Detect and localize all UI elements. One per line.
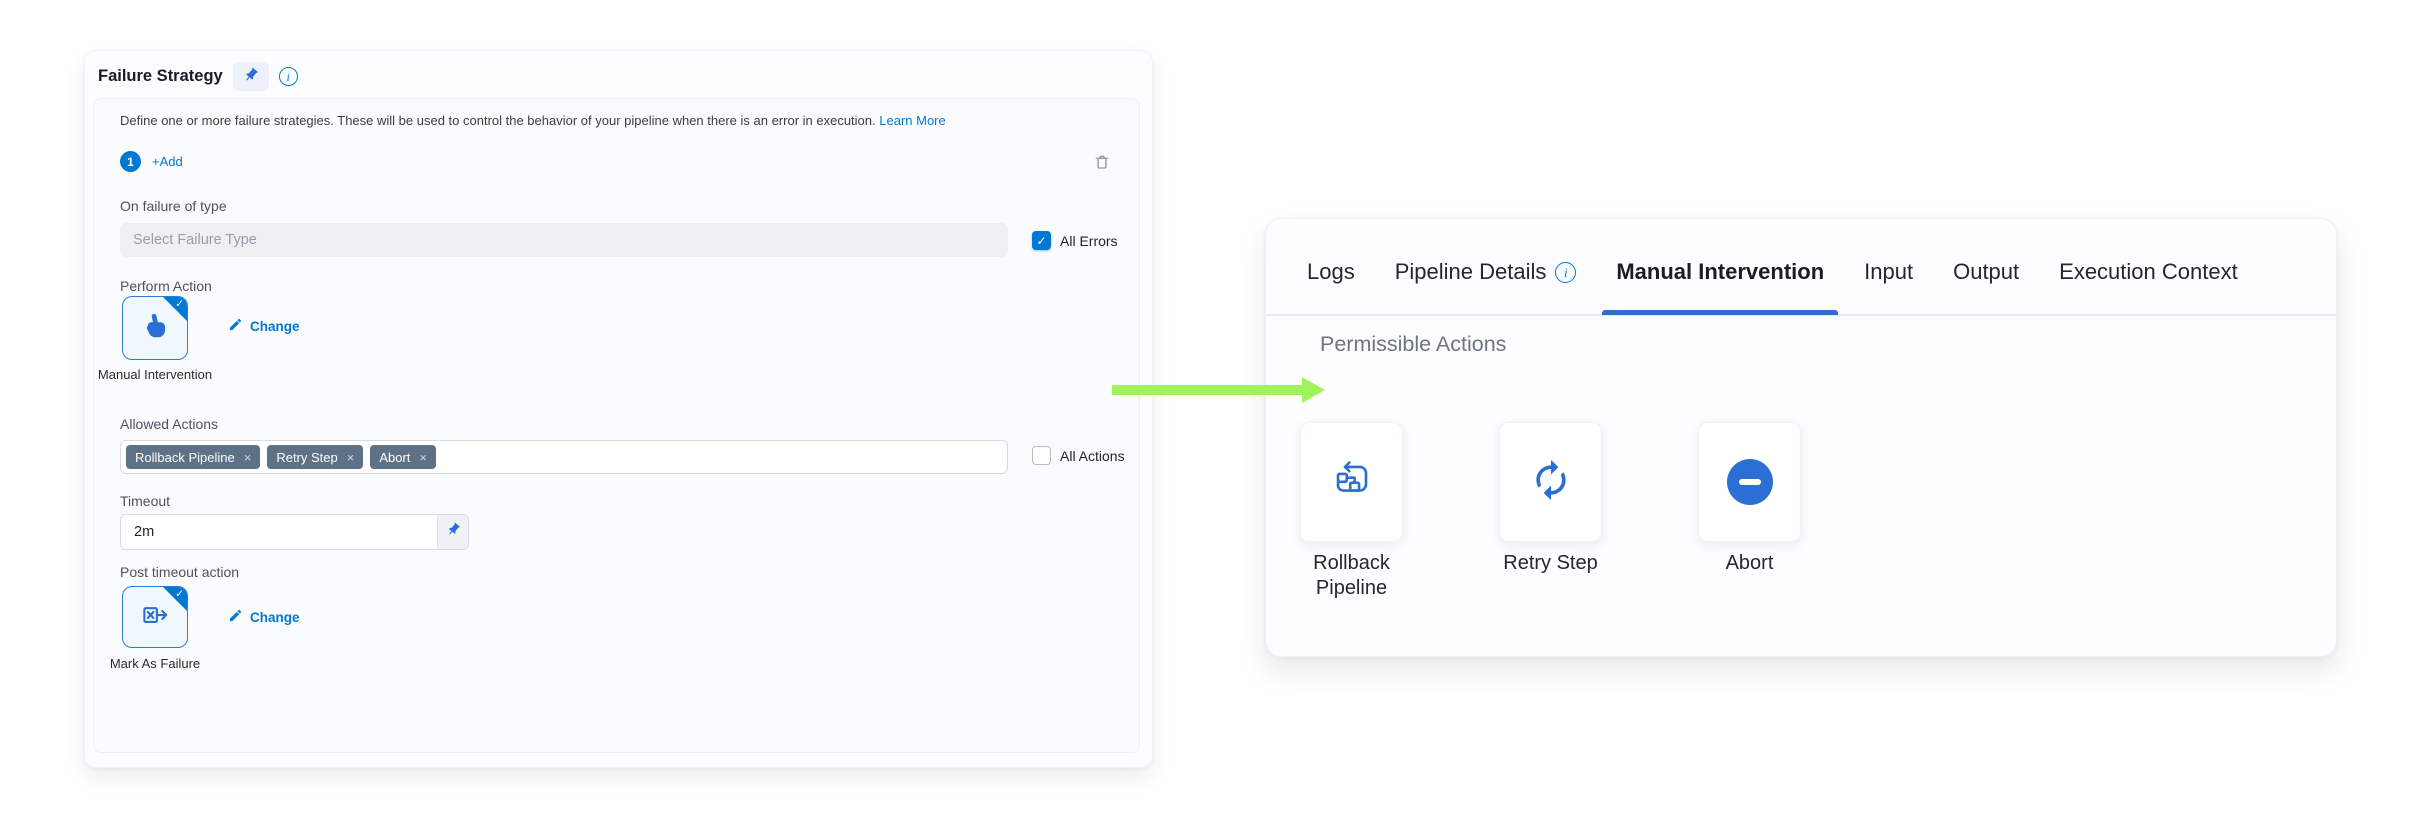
timeout-label: Timeout [120,493,171,509]
action-label: Retry Step [1503,552,1598,574]
on-failure-label: On failure of type [120,198,227,214]
info-icon[interactable]: i [278,67,298,86]
strategy-index-badge[interactable]: 1 [120,151,141,172]
timeout-pin-button[interactable] [437,515,468,549]
permissible-actions-title: Permissible Actions [1320,332,1507,356]
pin-icon [243,67,259,86]
annotation-arrow-head [1302,377,1325,403]
failure-strategy-panel: Failure Strategy i Define one or more fa… [84,50,1153,768]
failure-type-input[interactable] [120,223,1008,257]
trash-icon [1093,155,1111,175]
perform-action-label: Perform Action [120,278,212,294]
tag-retry-step: Retry Step × [267,445,364,469]
post-timeout-tile[interactable]: ✓ [122,586,188,648]
all-actions-label: All Actions [1060,447,1125,464]
strategy-row: 1 +Add [120,151,183,172]
all-errors-checkbox[interactable]: ✓ [1032,231,1051,250]
tag-label: Rollback Pipeline [135,449,235,465]
post-timeout-label: Post timeout action [120,564,240,580]
detail-tabs: Logs Pipeline Details i Manual Intervent… [1266,219,2336,316]
tab-label: Logs [1307,258,1355,284]
allowed-actions-input[interactable]: Rollback Pipeline × Retry Step × Abort × [120,440,1008,474]
rollback-pipeline-button[interactable] [1300,422,1403,542]
post-timeout-value: Mark As Failure [109,656,201,671]
strategy-card: Define one or more failure strategies. T… [93,98,1140,753]
retry-step-icon [1529,458,1573,507]
annotation-arrow-line [1112,385,1304,395]
tab-pipeline-details[interactable]: Pipeline Details i [1395,218,1577,315]
rollback-pipeline-icon [1331,459,1373,506]
abort-button[interactable] [1698,422,1801,542]
change-label: Change [250,318,300,334]
add-strategy-button[interactable]: +Add [152,154,183,169]
remove-tag-icon[interactable]: × [419,449,428,465]
pencil-icon [228,608,243,626]
tab-execution-context[interactable]: Execution Context [2059,218,2238,315]
action-label: Rollback Pipeline [1313,552,1390,599]
tab-label: Pipeline Details [1394,258,1547,284]
mark-as-failure-icon [140,600,170,635]
all-actions-option: All Actions [1032,446,1125,465]
manual-intervention-hand-icon [140,311,170,346]
change-label: Change [250,609,300,625]
pin-icon [446,522,461,542]
pencil-icon [228,317,243,335]
action-retry-step: Retry Step [1499,422,1602,576]
tab-label: Manual Intervention [1616,258,1825,284]
perform-action-tile[interactable]: ✓ [122,296,188,360]
all-actions-checkbox[interactable] [1032,446,1051,465]
tab-label: Execution Context [2059,258,2238,284]
info-icon[interactable]: i [1555,262,1577,283]
tag-abort: Abort × [370,445,437,469]
learn-more-link[interactable]: Learn More [879,113,946,128]
change-perform-action-link[interactable]: Change [228,317,300,335]
tab-manual-intervention[interactable]: Manual Intervention [1602,218,1838,315]
all-errors-label: All Errors [1060,232,1118,249]
action-rollback-pipeline: Rollback Pipeline [1300,422,1403,601]
remove-tag-icon[interactable]: × [243,449,252,465]
all-errors-option: ✓ All Errors [1032,231,1118,250]
perform-action-value: Manual Intervention [97,367,213,382]
abort-icon [1726,459,1773,505]
timeout-field [120,514,469,550]
allowed-actions-label: Allowed Actions [120,416,219,432]
retry-step-button[interactable] [1499,422,1602,542]
execution-detail-panel: Logs Pipeline Details i Manual Intervent… [1265,218,2337,657]
timeout-input[interactable] [121,515,437,549]
tag-rollback-pipeline: Rollback Pipeline × [126,445,261,469]
tab-output[interactable]: Output [1953,218,2019,315]
change-post-timeout-link[interactable]: Change [228,608,300,626]
delete-strategy-button[interactable] [1092,152,1112,174]
tag-label: Abort [379,449,411,465]
remove-tag-icon[interactable]: × [346,449,355,465]
tab-logs[interactable]: Logs [1307,218,1355,315]
action-label: Abort [1725,552,1774,574]
action-abort: Abort [1698,422,1801,576]
pin-button[interactable] [232,62,269,91]
failure-strategy-header: Failure Strategy i [98,62,298,91]
tab-label: Output [1953,258,2020,284]
strategy-description: Define one or more failure strategies. T… [120,113,946,128]
tag-label: Retry Step [276,449,338,465]
tab-input[interactable]: Input [1864,218,1913,315]
panel-title: Failure Strategy [98,67,223,85]
description-text: Define one or more failure strategies. T… [120,113,876,128]
tab-label: Input [1864,258,1914,284]
